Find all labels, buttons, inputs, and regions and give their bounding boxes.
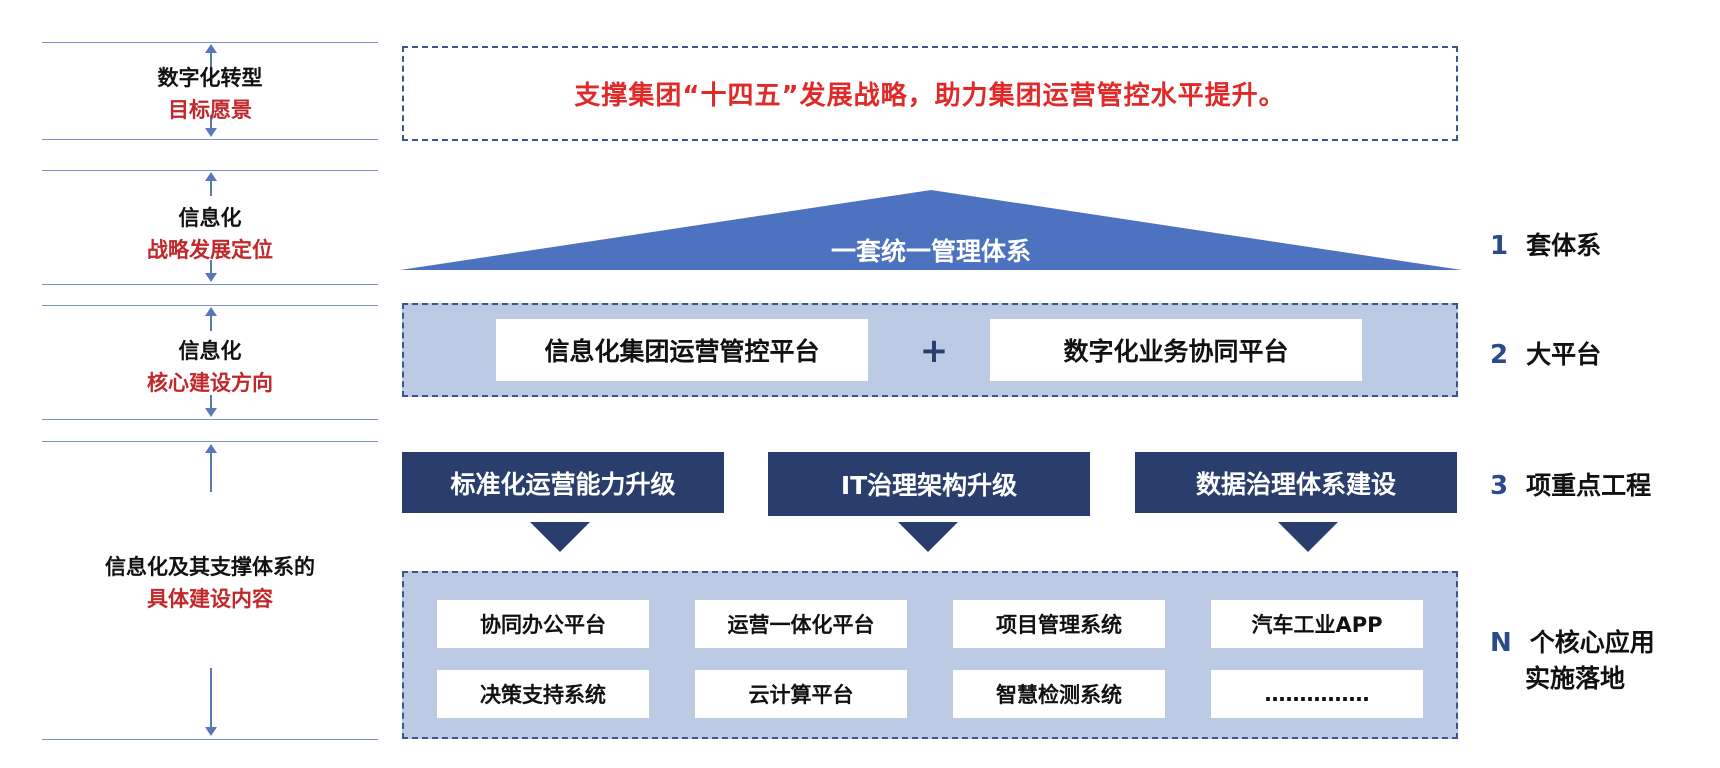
system-triangle — [400, 190, 1462, 270]
arrow-up-icon — [205, 172, 217, 196]
app-box: …………… — [1211, 670, 1423, 718]
platform-box-ops: 信息化集团运营管控平台 — [496, 319, 868, 381]
level-subtitle: 核心建设方向 — [147, 371, 273, 395]
right-label-apps-line2: 实施落地 — [1525, 664, 1626, 693]
project-box: IT治理架构升级 — [768, 452, 1090, 516]
app-box: 决策支持系统 — [437, 670, 649, 718]
right-label-number: 3 — [1490, 471, 1509, 501]
project-box: 标准化运营能力升级 — [402, 452, 724, 513]
app-box: 运营一体化平台 — [695, 600, 907, 648]
divider — [42, 305, 378, 306]
divider — [42, 42, 378, 43]
level-label-vision: 数字化转型 目标愿景 — [42, 62, 378, 126]
project-box: 数据治理体系建设 — [1135, 452, 1457, 513]
system-triangle-shape — [400, 190, 1462, 270]
arrow-down-icon — [205, 260, 217, 282]
divider — [42, 284, 378, 285]
app-box: 汽车工业APP — [1211, 600, 1423, 648]
right-label-text: 个核心应用 — [1529, 628, 1655, 657]
right-label-system: 1 套体系 — [1490, 228, 1601, 264]
app-box: 协同办公平台 — [437, 600, 649, 648]
level-title: 信息化 — [178, 206, 242, 230]
divider — [42, 170, 378, 171]
vision-box: 支撑集团“十四五”发展战略，助力集团运营管控水平提升。 — [402, 46, 1458, 141]
right-label-apps: N 个核心应用 — [1490, 625, 1655, 661]
arrow-down-icon — [205, 115, 217, 137]
right-label-text: 套体系 — [1526, 231, 1602, 260]
level-label-strategy: 信息化 战略发展定位 — [42, 202, 378, 266]
down-triangle-icon — [1278, 522, 1338, 552]
app-box: 项目管理系统 — [953, 600, 1165, 648]
right-label-number: 2 — [1490, 340, 1509, 370]
level-title: 数字化转型 — [157, 66, 263, 90]
level-subtitle: 目标愿景 — [168, 98, 252, 122]
plus-icon: + — [919, 331, 949, 371]
divider — [42, 739, 378, 740]
arrow-down-icon — [205, 668, 217, 736]
down-triangle-icon — [898, 522, 958, 552]
right-label-projects: 3 项重点工程 — [1490, 468, 1651, 504]
level-subtitle: 战略发展定位 — [147, 238, 273, 262]
app-box: 云计算平台 — [695, 670, 907, 718]
level-label-content: 信息化及其支撑体系的 具体建设内容 — [42, 551, 378, 615]
divider — [42, 139, 378, 140]
right-label-text: 项重点工程 — [1526, 471, 1652, 500]
arrow-up-icon — [205, 44, 217, 68]
right-label-number: 1 — [1490, 231, 1509, 261]
down-triangle-icon — [530, 522, 590, 552]
divider — [42, 441, 378, 442]
platform-box-collab: 数字化业务协同平台 — [990, 319, 1362, 381]
platform-band: 信息化集团运营管控平台 + 数字化业务协同平台 — [402, 303, 1458, 397]
level-title: 信息化 — [178, 339, 242, 363]
right-label-number: N — [1490, 628, 1512, 658]
system-label: 一套统一管理体系 — [830, 237, 1031, 266]
app-box: 智慧检测系统 — [953, 670, 1165, 718]
apps-band: 协同办公平台 运营一体化平台 项目管理系统 汽车工业APP 决策支持系统 云计算… — [402, 571, 1458, 739]
vision-text: 支撑集团“十四五”发展战略，助力集团运营管控水平提升。 — [574, 81, 1286, 111]
right-label-text: 大平台 — [1526, 340, 1602, 369]
level-title: 信息化及其支撑体系的 — [105, 555, 315, 579]
right-label-platform: 2 大平台 — [1490, 337, 1601, 373]
level-subtitle: 具体建设内容 — [147, 587, 273, 611]
arrow-up-icon — [205, 444, 217, 492]
divider — [42, 419, 378, 420]
arrow-down-icon — [205, 395, 217, 417]
level-label-direction: 信息化 核心建设方向 — [42, 335, 378, 399]
arrow-up-icon — [205, 307, 217, 331]
